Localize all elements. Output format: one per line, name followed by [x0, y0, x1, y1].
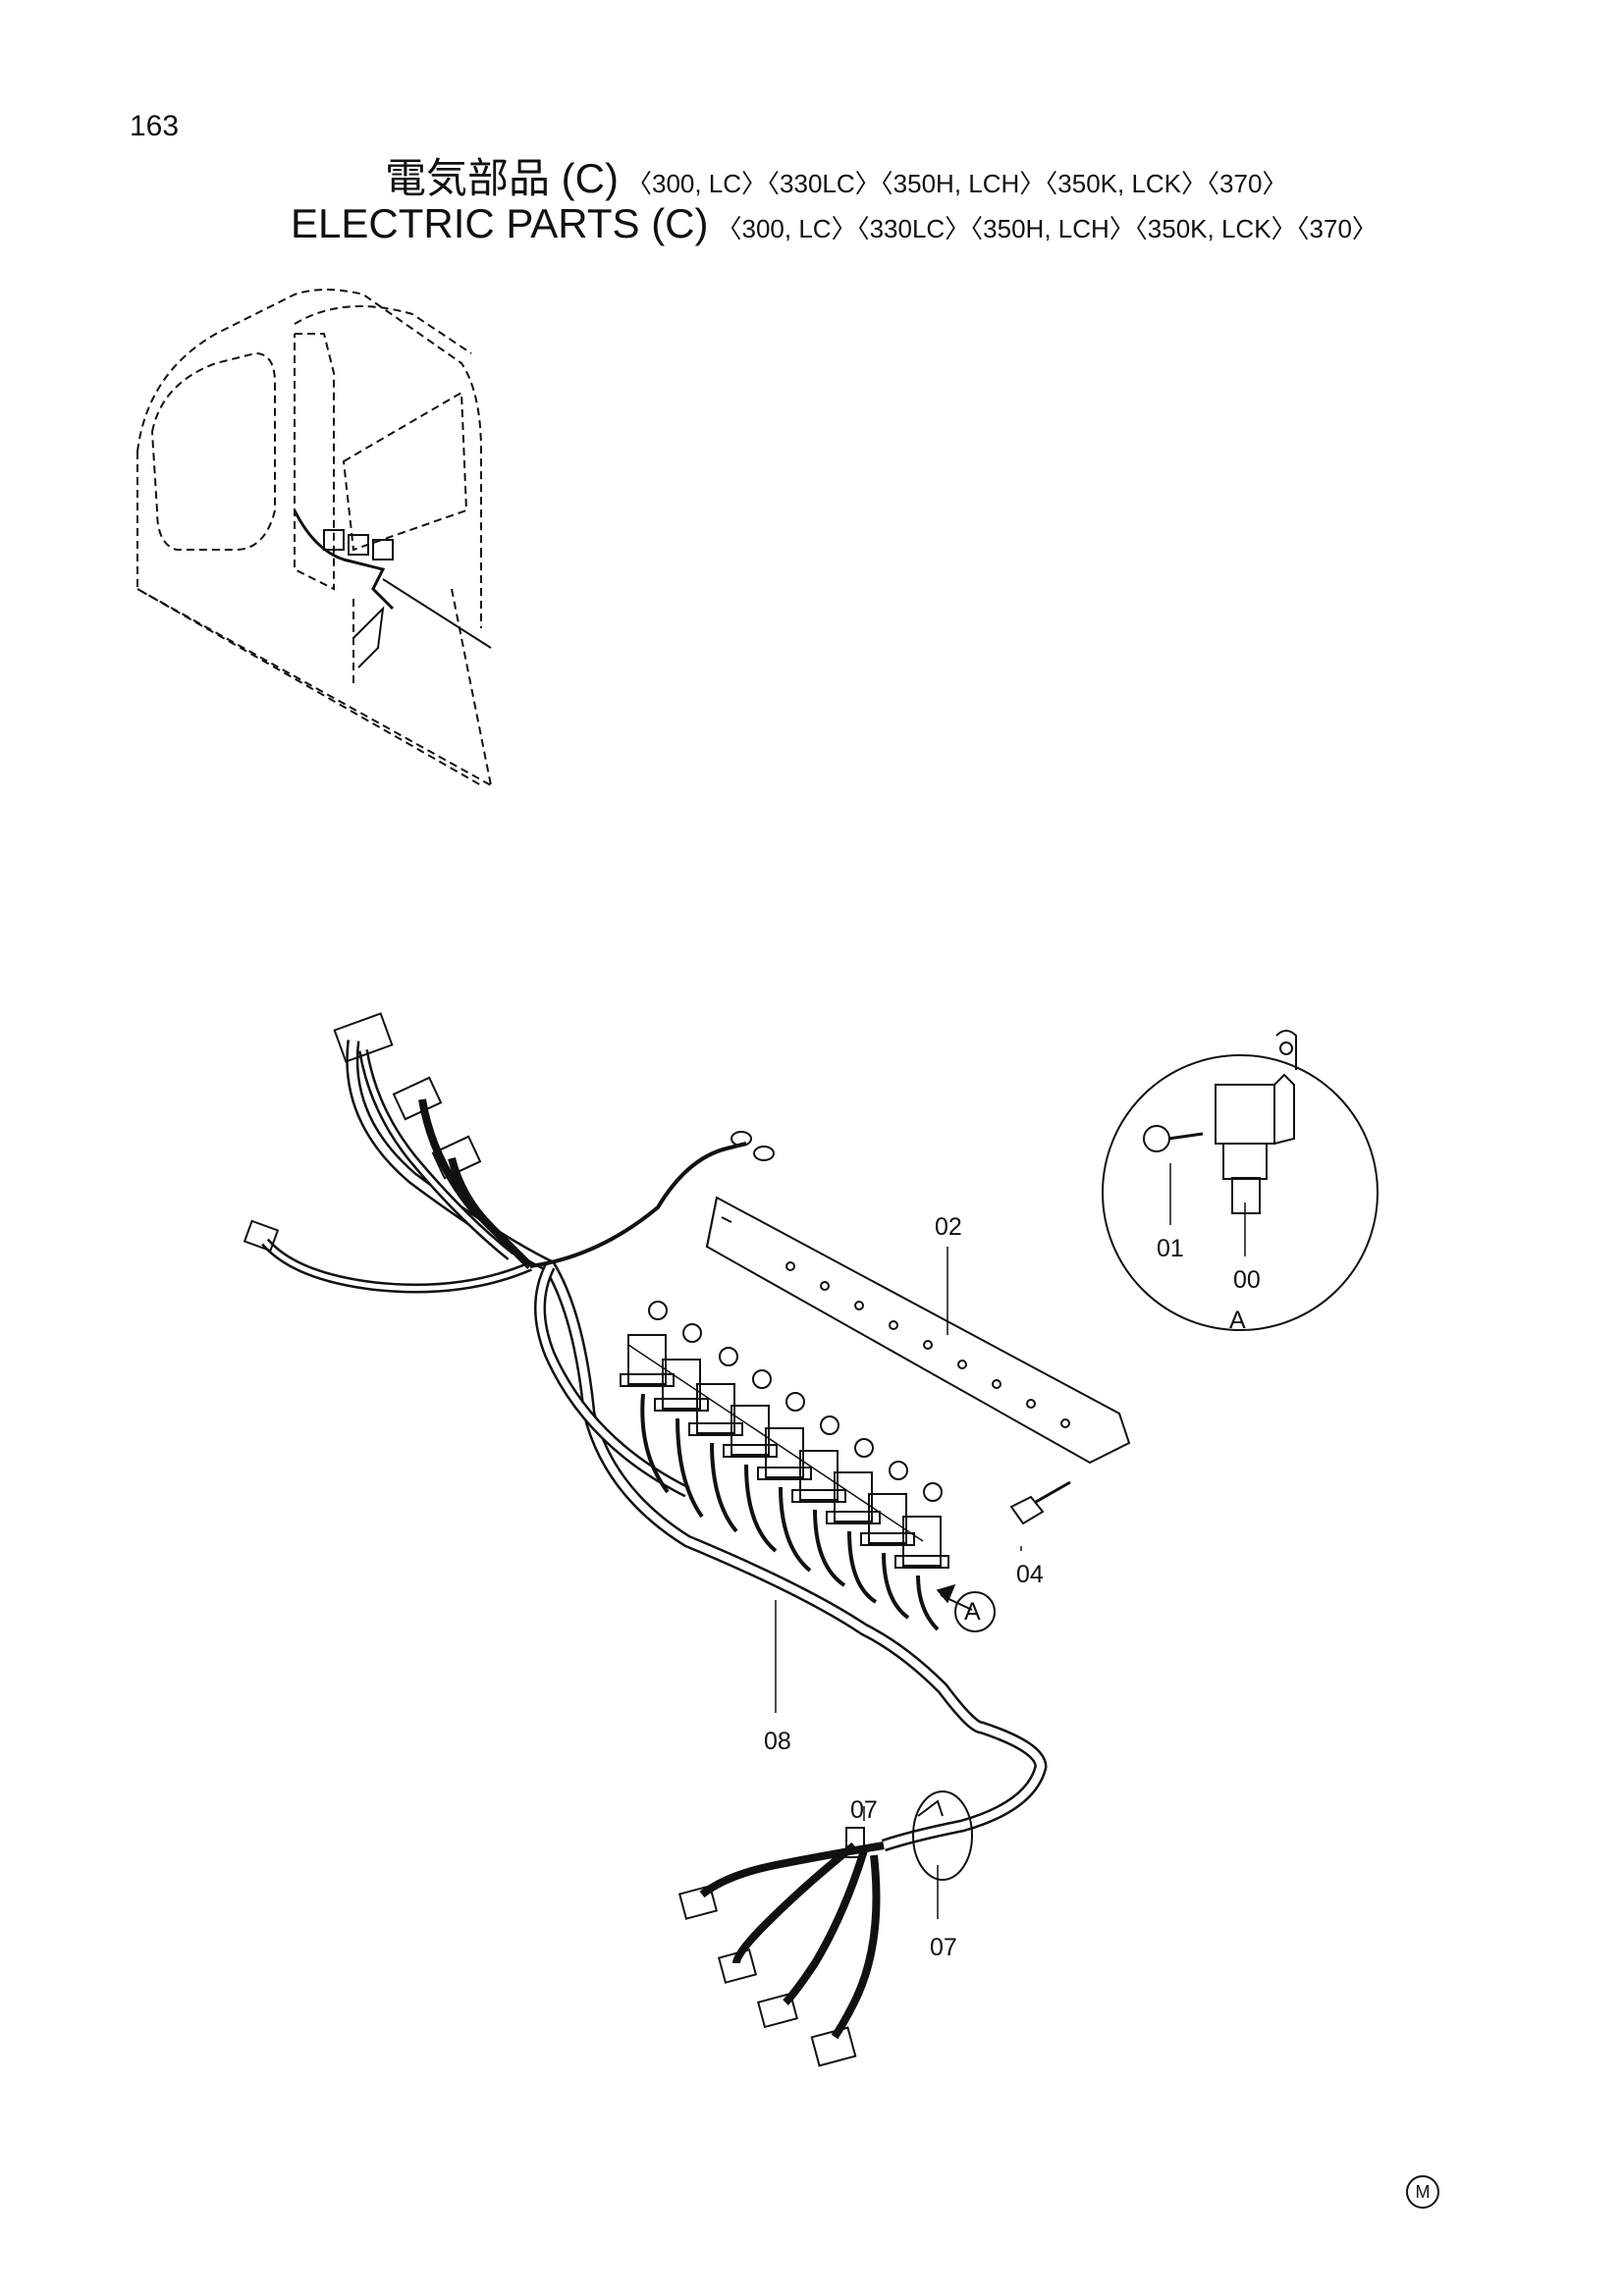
title-japanese: 電気部品 (C)〈300, LC〉〈330LC〉〈350H, LCH〉〈350K… [385, 145, 1287, 205]
title-en-models: 〈300, LC〉〈330LC〉〈350H, LCH〉〈350K, LCK〉〈3… [716, 214, 1378, 243]
title-english: ELECTRIC PARTS (C)〈300, LC〉〈330LC〉〈350H,… [291, 200, 1378, 247]
callout-00: 00 [1233, 1266, 1261, 1294]
cab-harness-sketch [293, 509, 492, 668]
detail-ref-a-text: A [964, 1598, 981, 1626]
main-wire-harness [261, 1040, 1048, 1852]
title-jp-text: 電気部品 (C) [385, 155, 619, 201]
callout-labels: 02 04 08 07 07 01 00 A A [764, 1213, 1261, 1961]
cab-overview [136, 289, 492, 786]
callout-07-bottom: 07 [930, 1934, 957, 1961]
callout-04: 04 [1016, 1561, 1044, 1588]
detail-ref-a-circle [954, 1591, 996, 1632]
callout-07-top: 07 [850, 1796, 878, 1824]
title-jp-models: 〈300, LC〉〈330LC〉〈350H, LCH〉〈350K, LCK〉〈3… [625, 169, 1288, 198]
page-number: 163 [130, 110, 180, 142]
detail-view-a [1102, 1030, 1379, 1331]
relay-unit [860, 1461, 915, 1620]
relay-unit [791, 1415, 846, 1587]
relay-unit [894, 1482, 949, 1631]
callout-02: 02 [935, 1213, 962, 1241]
callout-01: 01 [1157, 1235, 1184, 1262]
relay-bracket [705, 1196, 1131, 1465]
harness-connectors-bottom [677, 1790, 973, 2067]
detail-label-a: A [1229, 1307, 1246, 1334]
relay-unit [688, 1347, 743, 1533]
relay-unit [723, 1369, 778, 1553]
bolt [1009, 1480, 1071, 1525]
leader-lines [775, 1163, 1246, 1919]
relay-unit [826, 1438, 881, 1604]
relay-row [620, 1301, 949, 1631]
relay-unit [620, 1301, 675, 1494]
corner-mark: M [1406, 2175, 1439, 2209]
title-en-text: ELECTRIC PARTS (C) [291, 200, 709, 246]
harness-connectors-top [243, 1012, 775, 1253]
relay-unit [757, 1392, 812, 1573]
callout-08: 08 [764, 1728, 791, 1755]
